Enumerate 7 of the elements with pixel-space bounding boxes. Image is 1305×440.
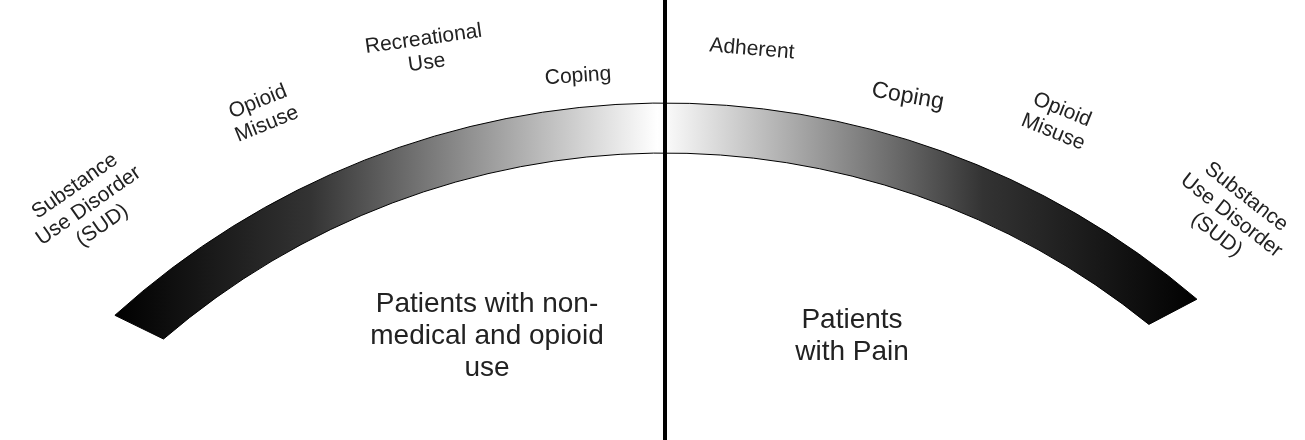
group-label: Patients with Pain xyxy=(794,302,910,368)
spectrum-label: Opioid Misuse xyxy=(223,77,303,148)
spectrum-label: Adherent xyxy=(707,31,797,65)
spectrum-label: Coping xyxy=(542,59,613,91)
group-label: Patients with non-medical and opioid use xyxy=(369,286,605,384)
spectrum-label: Coping xyxy=(868,74,948,116)
spectrum-label: Recreational Use xyxy=(362,16,485,78)
